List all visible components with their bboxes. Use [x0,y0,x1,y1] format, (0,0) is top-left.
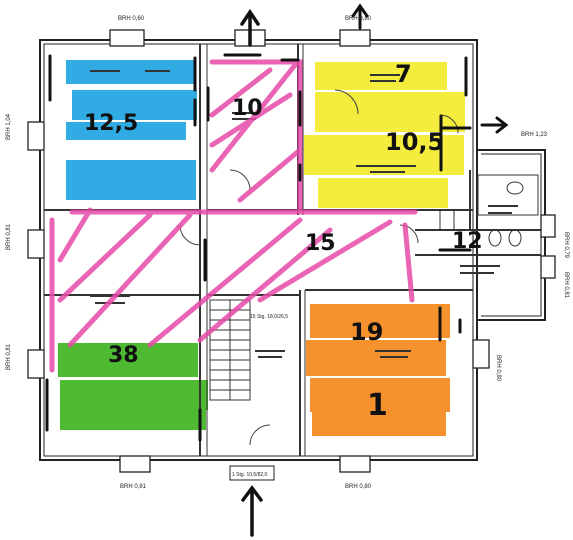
wall-label-right-bottom: BRH 0,81 [563,272,569,299]
arrow-right-icon [480,116,509,134]
wall-label-top-left: BRH 0,60 [118,16,145,22]
entrance-label: 1 Stg. 10,5/82,0 [232,472,268,478]
wall-label-bottom-left: BRH 0,81 [120,484,147,490]
hand-number-right-bath: 12 [452,229,483,254]
wall-label-top-right: BRH 0,80 [345,16,372,22]
hand-number-orange-bottom: 1 [367,388,388,423]
arrow-up-icon [240,8,260,47]
highlight-blue-room [66,60,197,200]
wall-label-right-top: BRH 1,23 [521,132,548,138]
stairs-label: 15 Stg. 18,0/26,5 [250,314,288,320]
arrow-down-icon [241,485,263,537]
highlight-orange-room [306,304,450,436]
wall-label-bottom-right: BRH 0,80 [345,484,372,490]
hand-number-blue-room: 12,5 [84,111,138,136]
wall-hand-marks [45,53,472,442]
highlight-green-room [58,343,208,430]
wall-label-left-mid: BRH 0,81 [6,223,12,250]
wall-label-right-lower: BRH 0,80 [495,355,501,382]
hand-number-orange-top: 19 [350,318,383,346]
wall-label-left-bottom: BRH 0,81 [6,343,12,370]
bathroom-fixtures [439,174,539,247]
hand-number-yellow-bottom: 10,5 [385,128,444,156]
hand-number-yellow-top: 7 [395,60,412,88]
arrow-up-icon-right [351,3,369,30]
hand-number-top-hall: 10 [232,96,263,121]
hand-number-center-hall: 15 [305,231,336,256]
pink-hallway-strokes [49,59,418,373]
wall-label-left-top: BRH 1,04 [6,113,12,140]
wall-label-right-mid: BRH 0,79 [563,232,569,259]
hand-number-green-room: 38 [108,343,139,368]
